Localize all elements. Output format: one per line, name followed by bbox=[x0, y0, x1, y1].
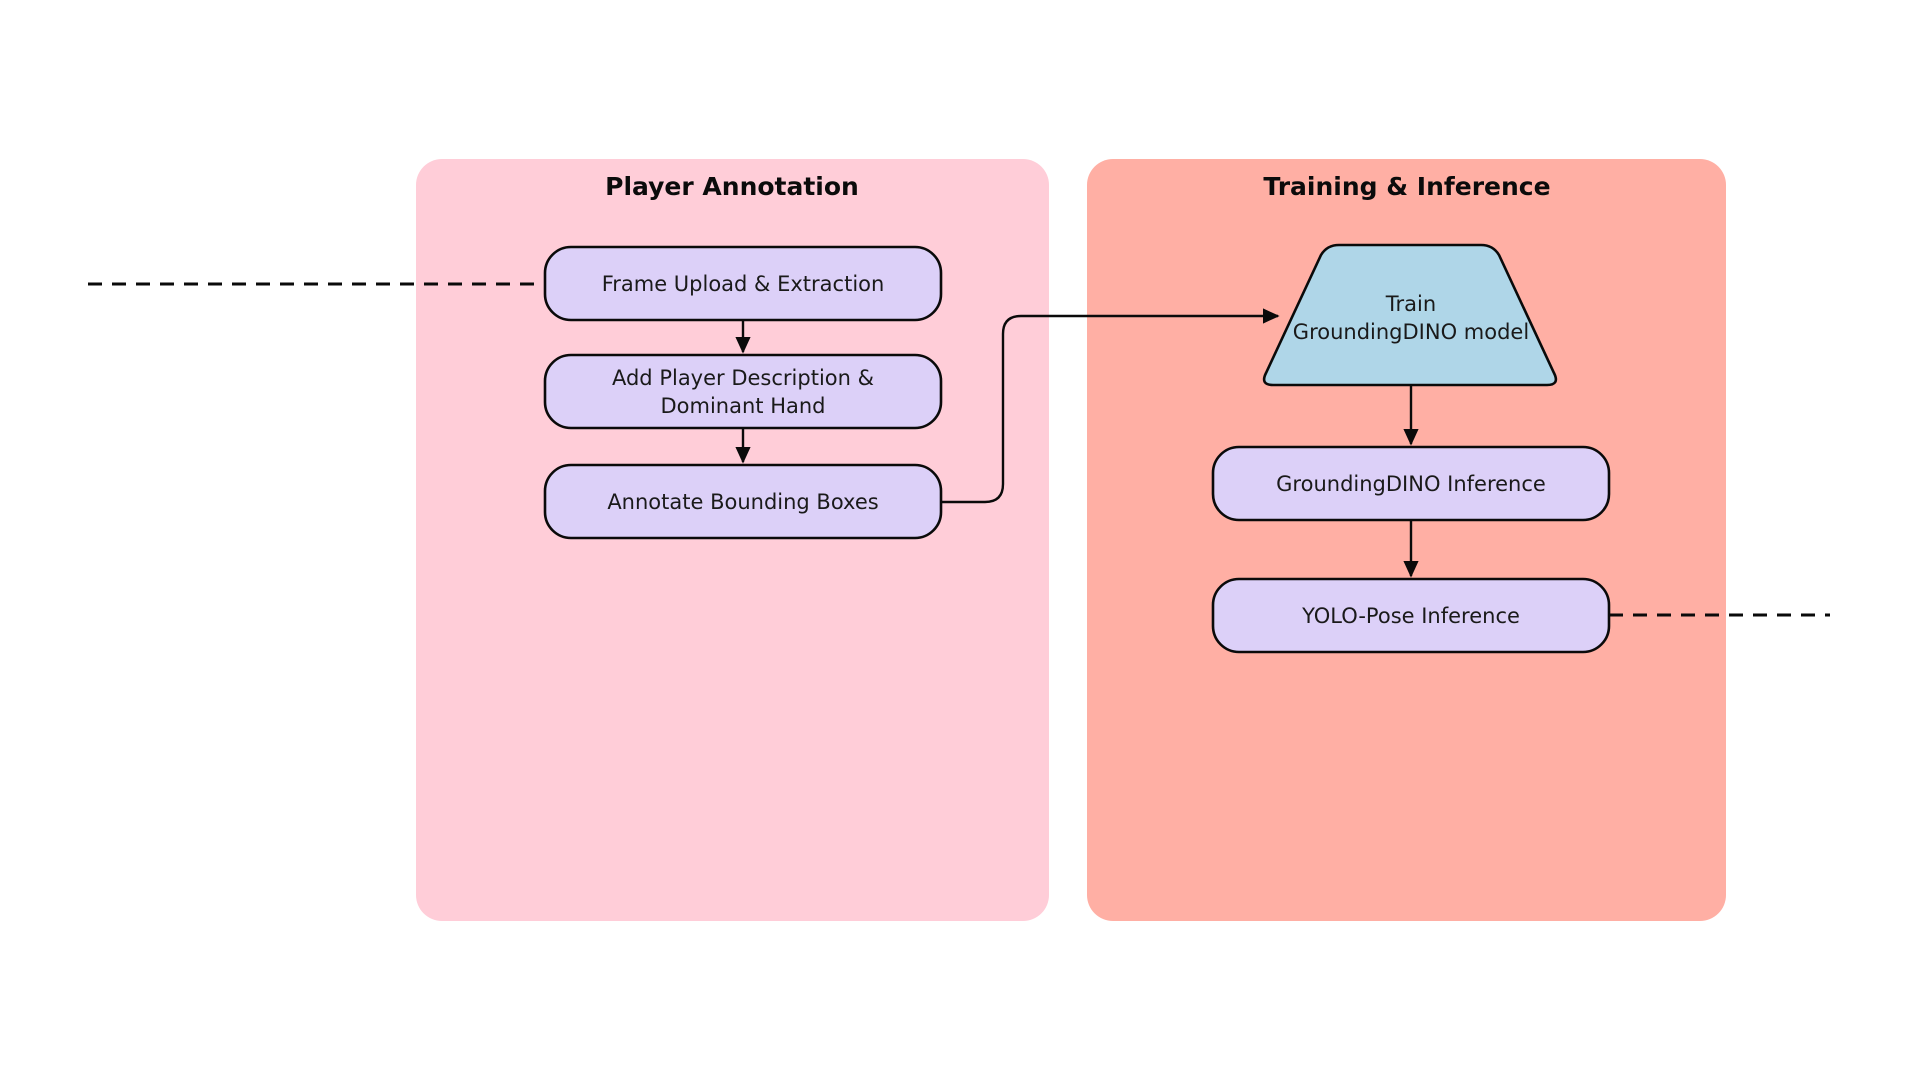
panel-player-annotation-title: Player Annotation bbox=[605, 172, 859, 201]
panel-training-inference-title: Training & Inference bbox=[1263, 172, 1550, 201]
node-groundingdino-inference-shape[interactable] bbox=[1211, 445, 1611, 522]
node-yolo-pose-inference-label: YOLO-Pose Inference bbox=[1301, 604, 1520, 628]
node-add-player-description-label-line2: Dominant Hand bbox=[660, 394, 825, 418]
node-annotate-bounding-boxes-label: Annotate Bounding Boxes bbox=[607, 490, 878, 514]
node-add-player-description[interactable]: Add Player Description & Dominant Hand bbox=[543, 353, 943, 430]
node-train-groundingdino-model[interactable]: Train GroundingDINO model bbox=[1262, 243, 1558, 387]
node-groundingdino-inference-label: GroundingDINO Inference bbox=[1276, 472, 1546, 496]
panel-player-annotation-background bbox=[416, 159, 1049, 921]
node-train-groundingdino-model-shape[interactable] bbox=[1262, 243, 1558, 387]
node-train-groundingdino-model-label-line1: Train bbox=[1385, 292, 1436, 316]
node-add-player-description-shape[interactable] bbox=[543, 353, 943, 430]
node-annotate-bounding-boxes[interactable]: Annotate Bounding Boxes bbox=[543, 463, 943, 540]
node-frame-upload-extraction-label: Frame Upload & Extraction bbox=[602, 272, 885, 296]
node-yolo-pose-inference[interactable]: YOLO-Pose Inference bbox=[1211, 577, 1611, 654]
panel-training-inference-background bbox=[1087, 159, 1726, 921]
node-frame-upload-extraction-shape[interactable] bbox=[543, 245, 943, 322]
node-frame-upload-extraction[interactable]: Frame Upload & Extraction bbox=[543, 245, 943, 322]
panel-player-annotation: Player Annotation bbox=[416, 159, 1049, 921]
node-train-groundingdino-model-label-line2: GroundingDINO model bbox=[1293, 320, 1529, 344]
node-add-player-description-label-line1: Add Player Description & bbox=[612, 366, 874, 390]
panel-training-inference: Training & Inference bbox=[1087, 159, 1726, 921]
edge-annotate-bounding-boxes-to-train-groundingdino bbox=[941, 308, 1280, 504]
node-yolo-pose-inference-shape[interactable] bbox=[1211, 577, 1611, 654]
node-annotate-bounding-boxes-shape[interactable] bbox=[543, 463, 943, 540]
node-groundingdino-inference[interactable]: GroundingDINO Inference bbox=[1211, 445, 1611, 522]
